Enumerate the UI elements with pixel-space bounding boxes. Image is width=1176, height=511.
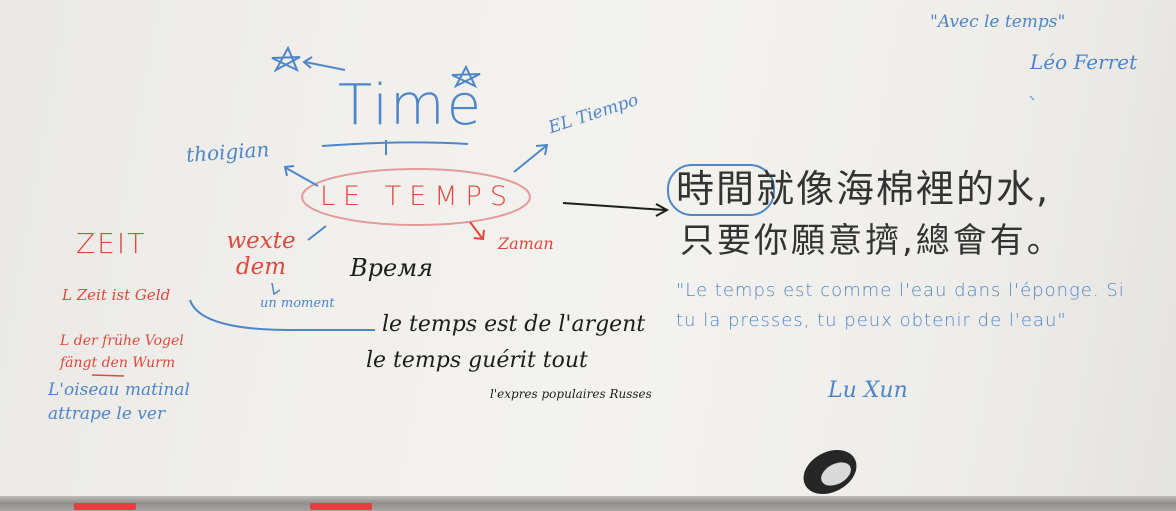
zaman-label: Zaman (498, 234, 554, 253)
red-marker[interactable] (74, 503, 136, 510)
le-temps-circle (301, 168, 531, 226)
marker-tray (0, 496, 1176, 511)
proverb-argent: le temps est de l'argent (382, 312, 646, 337)
chinese-line-1: 時間就像海棉裡的水, (676, 167, 1051, 211)
zeit-ist-geld: L Zeit ist Geld (62, 286, 171, 304)
quote-author: Léo Ferret (1030, 50, 1138, 74)
oiseau-matinal: L'oiseau matinal attrape le ver (48, 380, 190, 424)
expression-note: l'expres populaires Russes (490, 387, 652, 401)
wexte-dem-label: wexte dem (226, 228, 296, 280)
un-moment-label: un moment (260, 296, 335, 311)
french-quote: "Le temps est comme l'eau dans l'éponge.… (676, 280, 1125, 331)
thoigian-label: thoigian (185, 137, 271, 167)
proverb-guerit: le temps guérit tout (366, 348, 588, 373)
vremya-label: Время (350, 254, 433, 282)
le-temps-label: LE TEMPS (320, 181, 515, 212)
zeit-label: ZEIT (76, 227, 147, 260)
der-fruhe-vogel: L der frühe Vogel fängt den Wurm (60, 333, 184, 371)
red-marker[interactable] (310, 503, 372, 510)
lu-xun-author: Lu Xun (828, 378, 908, 403)
chinese-line-2: 只要你願意擠,總會有。 (680, 221, 1064, 261)
star-icon (271, 45, 301, 73)
shijian-circle (667, 164, 775, 216)
quote-title: "Avec le temps" (930, 12, 1066, 32)
time-title: Time (338, 73, 484, 138)
star-icon (451, 64, 481, 89)
